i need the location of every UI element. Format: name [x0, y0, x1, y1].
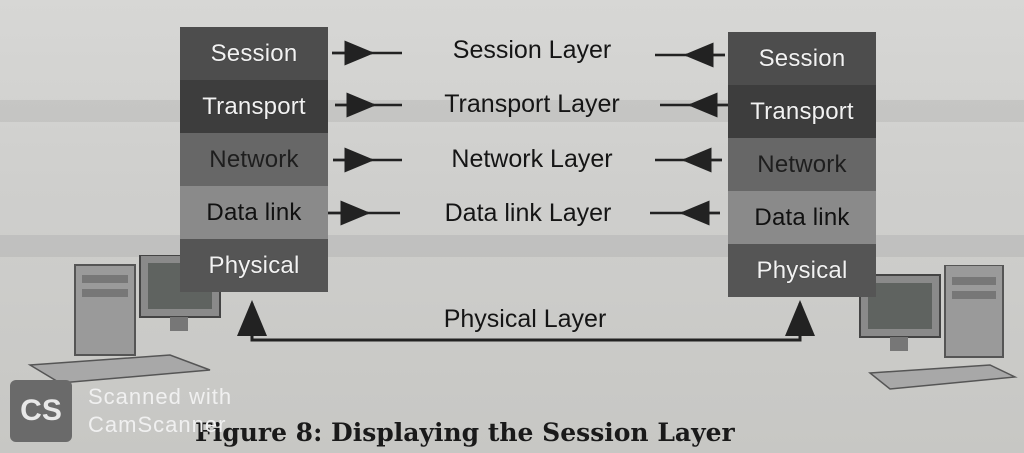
watermark-line-2: CamScanner: [88, 412, 227, 437]
left-layer-physical: Physical: [180, 239, 328, 292]
label-physical-layer: Physical Layer: [443, 305, 607, 333]
camscanner-logo-icon: CS: [10, 380, 72, 442]
label-session-layer: Session Layer: [452, 36, 612, 64]
right-layer-data-link: Data link: [728, 191, 876, 244]
label-network-layer: Network Layer: [451, 145, 613, 173]
physical-link-line: [250, 315, 802, 342]
figure-caption: Figure 8: Displaying the Session Layer: [195, 418, 735, 447]
right-layer-session: Session: [728, 32, 876, 85]
right-computer-icon: [859, 265, 1018, 390]
label-data-link-layer: Data link Layer: [444, 199, 612, 227]
left-layer-network: Network: [180, 133, 328, 186]
right-layer-network: Network: [728, 138, 876, 191]
label-transport-layer: Transport Layer: [444, 90, 620, 118]
left-layer-session: Session: [180, 27, 328, 80]
left-layer-transport: Transport: [180, 80, 328, 133]
right-protocol-stack: Session Transport Network Data link Phys…: [728, 32, 876, 297]
left-layer-data-link: Data link: [180, 186, 328, 239]
left-protocol-stack: Session Transport Network Data link Phys…: [180, 27, 328, 292]
watermark-line-1: Scanned with: [88, 384, 233, 409]
scanner-watermark: CS Scanned with CamScanner: [10, 380, 280, 442]
right-layer-physical: Physical: [728, 244, 876, 297]
right-layer-transport: Transport: [728, 85, 876, 138]
